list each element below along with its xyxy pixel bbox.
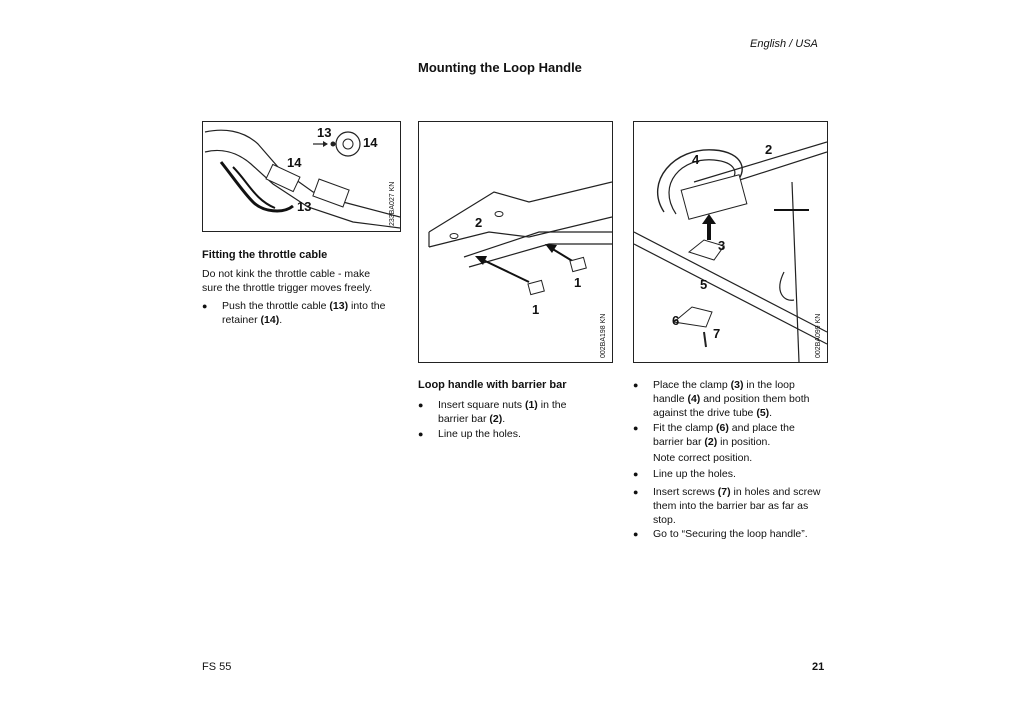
throttle-intro-line2: sure the throttle trigger moves freely. — [202, 282, 373, 294]
callout-14-left: 14 — [287, 155, 302, 170]
bullet-icon: ● — [633, 529, 639, 539]
list-item: ● Push the throttle cable (13) into the … — [202, 300, 386, 326]
bullet-icon: ● — [633, 423, 639, 433]
callout-1-left: 1 — [532, 302, 540, 317]
callout-14-top: 14 — [363, 135, 378, 150]
list-item: ● Go to “Securing the loop handle”. — [633, 528, 808, 540]
callout-5: 5 — [700, 277, 708, 292]
figure-square-nuts: 2 1 1 002BA198 KN — [418, 121, 613, 363]
page-title: Mounting the Loop Handle — [418, 60, 582, 75]
callout-6: 6 — [672, 313, 680, 328]
section-heading-throttle-cable: Fitting the throttle cable — [202, 249, 328, 261]
list-item: ● Insert square nuts (1) in the barrier … — [418, 399, 567, 425]
callout-4: 4 — [692, 152, 700, 167]
footer-model: FS 55 — [202, 661, 232, 673]
callout-3: 3 — [718, 238, 726, 253]
bullet-icon: ● — [418, 400, 424, 410]
page-number: 21 — [812, 661, 825, 673]
barrier-bar-illustration — [428, 181, 612, 296]
callout-13-top: 13 — [317, 125, 332, 140]
throttle-intro-line1: Do not kink the throttle cable - make — [202, 268, 371, 280]
throttle-cable-illustration — [204, 129, 400, 229]
list-item: ● Fit the clamp (6) and place the barrie… — [633, 422, 795, 448]
bullet-icon: ● — [633, 469, 639, 479]
list-item: ● Place the clamp (3) in the loop handle… — [633, 379, 810, 419]
callout-13-bottom: 13 — [297, 199, 312, 214]
list-item: ● Line up the holes. — [633, 468, 736, 480]
callout-2: 2 — [475, 215, 483, 230]
section-heading-loop-handle: Loop handle with barrier bar — [418, 379, 567, 391]
figure-code: 233BA027 KN — [389, 181, 396, 226]
callout-7: 7 — [713, 326, 721, 341]
bullet-icon: ● — [418, 429, 424, 439]
figure-throttle-cable: 13 14 14 13 233BA027 KN — [202, 121, 401, 232]
bullet-icon: ● — [633, 380, 639, 390]
callout-2: 2 — [765, 142, 773, 157]
list-item: ● Insert screws (7) in holes and screw t… — [633, 486, 821, 526]
list-item: ● Line up the holes. — [418, 428, 521, 440]
language-label: English / USA — [750, 38, 818, 50]
figure-loop-handle-clamp: 4 2 3 5 6 7 002BA099 KN — [633, 121, 828, 363]
figure-code: 002BA198 KN — [600, 313, 607, 358]
callout-1-right: 1 — [574, 275, 582, 290]
note-text: Note correct position. — [653, 452, 753, 464]
loop-handle-illustration — [634, 141, 827, 362]
bullet-icon: ● — [633, 487, 639, 497]
bullet-icon: ● — [202, 301, 208, 311]
figure-code: 002BA099 KN — [815, 313, 822, 358]
